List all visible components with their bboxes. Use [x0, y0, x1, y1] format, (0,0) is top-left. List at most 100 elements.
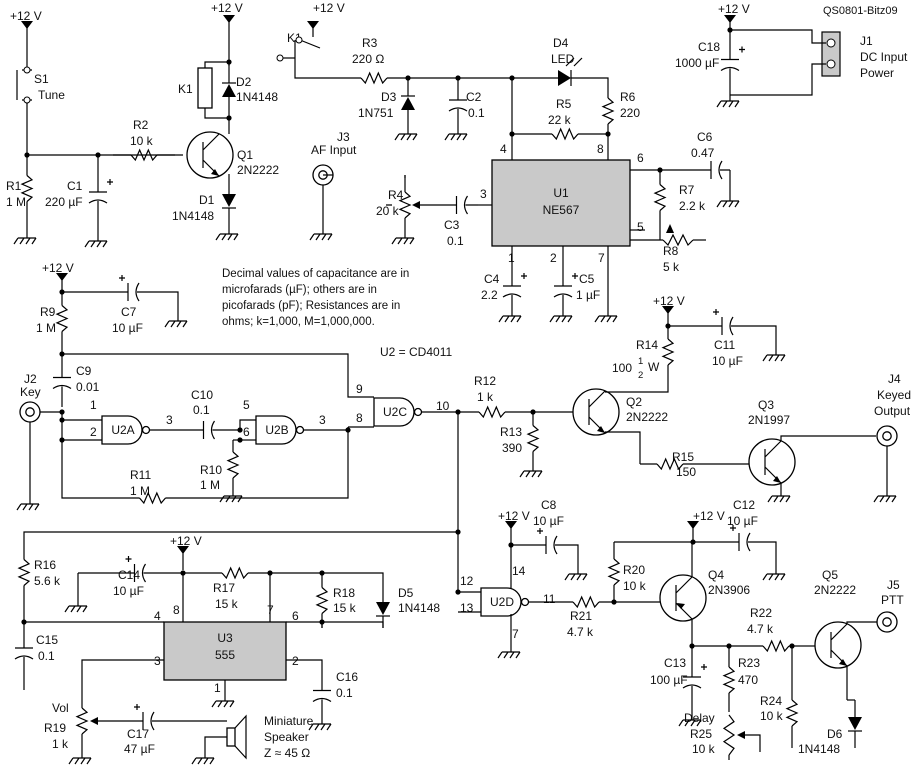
junction-dot: [605, 131, 611, 137]
label-r15: R15: [672, 450, 694, 464]
supply-arrow: [177, 546, 189, 554]
label-r24-val: 10 k: [760, 709, 784, 723]
speaker-body: [226, 727, 236, 747]
capacitor-c1-plus: [107, 179, 113, 185]
label-c9-val: 0.01: [76, 380, 100, 394]
label-r4-val: 20 k: [376, 204, 400, 218]
pin-u1-7: 7: [598, 251, 605, 265]
label-j1-d1: DC Input: [860, 50, 908, 64]
resistor-r22: [762, 639, 790, 653]
ground-symbol: [678, 714, 702, 727]
label-r20-val: 10 k: [623, 579, 647, 593]
label-c14-val: 10 µF: [113, 584, 144, 598]
label-c12-val: 10 µF: [727, 514, 758, 528]
label-r2: R2: [133, 118, 149, 132]
label-q1-val: 2N2222: [237, 163, 279, 177]
supply-arrow: [307, 21, 319, 29]
wire: [286, 659, 323, 669]
label-r13: R13: [500, 425, 522, 439]
wire: [204, 736, 227, 752]
label-r14-num: 1: [638, 356, 643, 367]
junction-dot: [345, 427, 351, 433]
gate-u2c-bubble: [413, 407, 423, 417]
label-q5-val: 2N2222: [814, 583, 856, 597]
label-d4: D4: [553, 36, 569, 50]
gate-u2c: [373, 397, 415, 427]
wire: [23, 600, 164, 623]
transistor-q2-emitter-arrow: [597, 426, 605, 433]
ground-symbol: [549, 310, 573, 323]
label-r21: R21: [570, 609, 592, 623]
capacitor-c7-plus: [119, 275, 125, 281]
label-r6-val: 220: [620, 106, 640, 120]
pin-u2d-12: 12: [460, 574, 474, 588]
label-r23-val: 470: [738, 673, 758, 687]
wire: [225, 419, 256, 431]
pin-u1-4: 4: [500, 142, 507, 156]
pin-u2c-8: 8: [356, 411, 363, 425]
ground-symbol: [219, 490, 243, 503]
capacitor-c11-lead: [705, 317, 745, 335]
wire: [745, 734, 761, 752]
diode-d6: [848, 717, 862, 730]
supply-arrow: [505, 521, 517, 529]
label-j3-desc: AF Input: [311, 143, 357, 157]
label-c16: C16: [336, 670, 358, 684]
resistor-r17: [221, 566, 249, 580]
capacitor-c5: [553, 293, 573, 298]
label-c15-val: 0.1: [38, 649, 55, 663]
capacitor-c7: [135, 282, 140, 302]
supply-label: +12 V: [498, 509, 530, 523]
label-r5-val: 22 k: [548, 113, 572, 127]
label-j5: J5: [887, 578, 900, 592]
label-d6-val: 1N4148: [798, 742, 840, 756]
pot-r19: [75, 707, 89, 735]
capacitor-c18-plus: [739, 46, 745, 53]
label-s1-desc: Tune: [38, 88, 65, 102]
capacitor-c13-plus: [701, 664, 707, 670]
transistor-q5-body: [814, 621, 862, 669]
label-k1: K1: [178, 82, 193, 96]
s1-contact: [23, 66, 31, 74]
k1-contact: [276, 54, 284, 62]
label-r20: R20: [623, 563, 645, 577]
pin-u2d-11: 11: [543, 592, 556, 606]
pin-u1-5: 5: [637, 220, 644, 234]
label-c5-val: 1 µF: [576, 288, 600, 302]
resistor-r23: [722, 666, 736, 694]
capacitor-c12-lead: [722, 533, 762, 551]
label-spk1: Miniature: [264, 714, 314, 728]
gate-u2a-bubble: [141, 425, 151, 435]
supply-arrow: [662, 306, 674, 314]
capacitor-c18-lead: [721, 30, 739, 95]
label-c6-val: 0.47: [691, 146, 715, 160]
label-r22-val: 4.7 k: [747, 622, 774, 636]
wire: [204, 108, 229, 119]
note-line: ohms; k=1,000, M=1,000,000.: [222, 316, 375, 328]
label-r16-val: 5.6 k: [34, 574, 61, 588]
label-c17: C17: [127, 727, 149, 741]
wire: [730, 63, 826, 96]
pin-u3-6: 6: [292, 609, 299, 623]
ground-symbol: [716, 95, 740, 108]
pin-u2b-6: 6: [243, 425, 250, 439]
resistor-r2: [130, 148, 158, 162]
label-q3-val: 2N1997: [748, 413, 790, 427]
label-q3: Q3: [758, 398, 774, 412]
label-r12: R12: [474, 374, 496, 388]
label-c11-val: 10 µF: [712, 354, 743, 368]
ground-symbol: [564, 568, 588, 581]
label-j1-d2: Power: [860, 66, 894, 80]
label-r21-val: 4.7 k: [567, 625, 594, 639]
label-c6: C6: [697, 130, 713, 144]
supply-label: +12 V: [653, 294, 685, 308]
s1-contact: [23, 96, 31, 104]
label-d5-val: 1N4148: [398, 601, 440, 615]
capacitor-c15: [14, 655, 34, 660]
label-r1-val: 1 M: [6, 195, 26, 209]
diode-d5: [376, 602, 390, 615]
capacitor-c1: [88, 199, 108, 204]
label-c10-val: 0.1: [193, 403, 210, 417]
capacitor-c6-lead: [698, 161, 730, 179]
